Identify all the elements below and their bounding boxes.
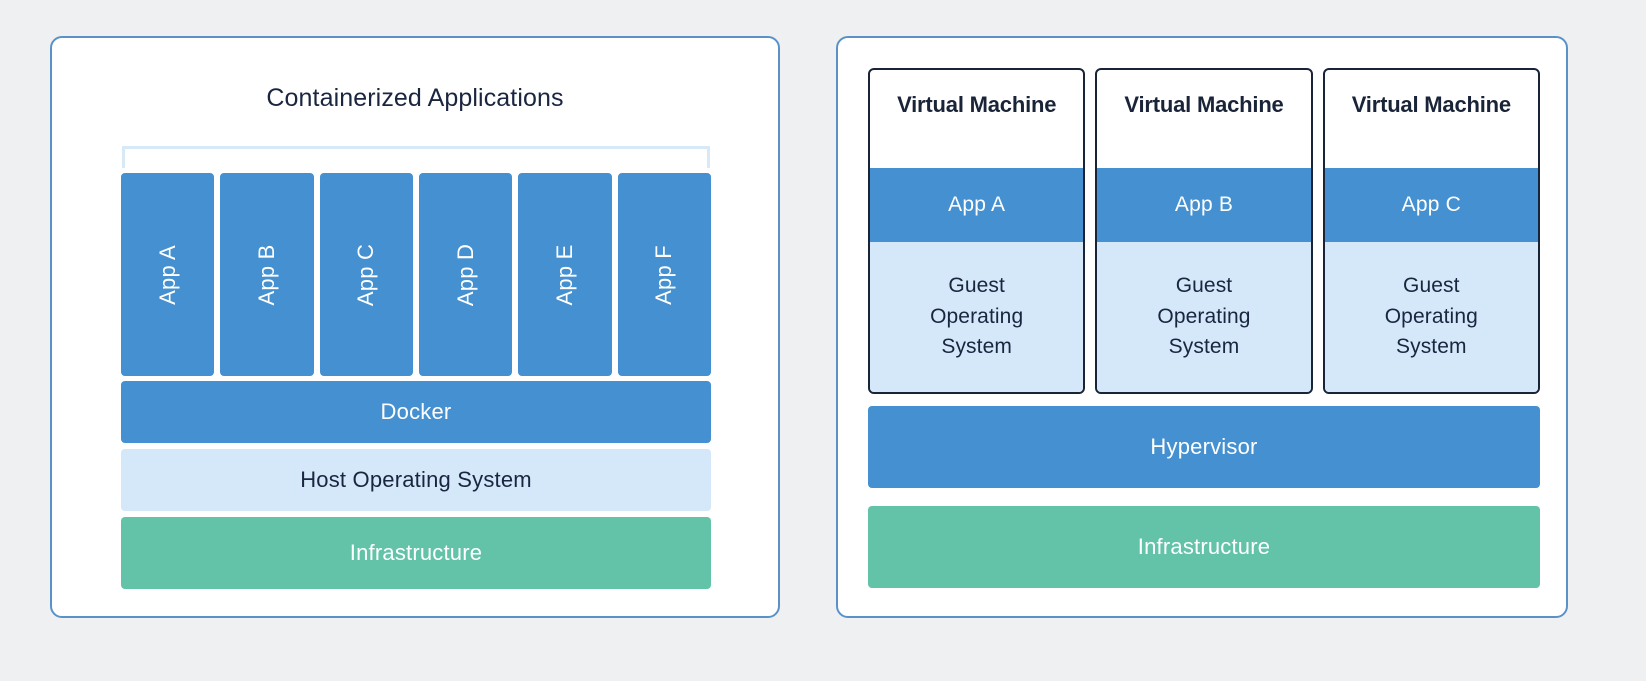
container-app-b[interactable]: App B [220, 173, 314, 376]
container-app-d-label: App D [452, 243, 478, 306]
page-title: Containerized Applications [266, 84, 564, 112]
container-app-c[interactable]: App C [319, 173, 413, 376]
container-app-e-label: App E [551, 244, 577, 305]
infrastructure-layer-containers[interactable]: Infrastructure [121, 517, 711, 589]
container-app-a-label: App A [154, 244, 180, 305]
host-operating-system-layer[interactable]: Host Operating System [121, 449, 711, 511]
container-app-f-label: App F [651, 244, 677, 305]
vm-1-title: Virtual Machine [897, 92, 1057, 117]
docker-layer[interactable]: Docker [121, 381, 711, 443]
infrastructure-layer-vms[interactable]: Infrastructure [868, 506, 1540, 588]
hypervisor-layer[interactable]: Hypervisor [868, 406, 1540, 488]
containers-panel: Containerized Applications App A App B A… [50, 36, 780, 618]
vm-1-app: App A [870, 168, 1084, 242]
container-app-f[interactable]: App F [617, 173, 711, 376]
container-app-b-label: App B [253, 244, 279, 305]
vm-2-title: Virtual Machine [1124, 92, 1284, 117]
container-app-e[interactable]: App E [518, 173, 612, 376]
vm-3-app: App C [1324, 168, 1538, 242]
container-app-c-label: App C [353, 243, 379, 306]
container-bracket [122, 146, 710, 168]
container-app-a[interactable]: App A [121, 173, 215, 376]
vm-3-title: Virtual Machine [1351, 92, 1511, 117]
container-app-row: App A App B App C App D App E App F [121, 173, 711, 376]
vm-2-app: App B [1097, 168, 1311, 242]
container-app-d[interactable]: App D [418, 173, 513, 376]
